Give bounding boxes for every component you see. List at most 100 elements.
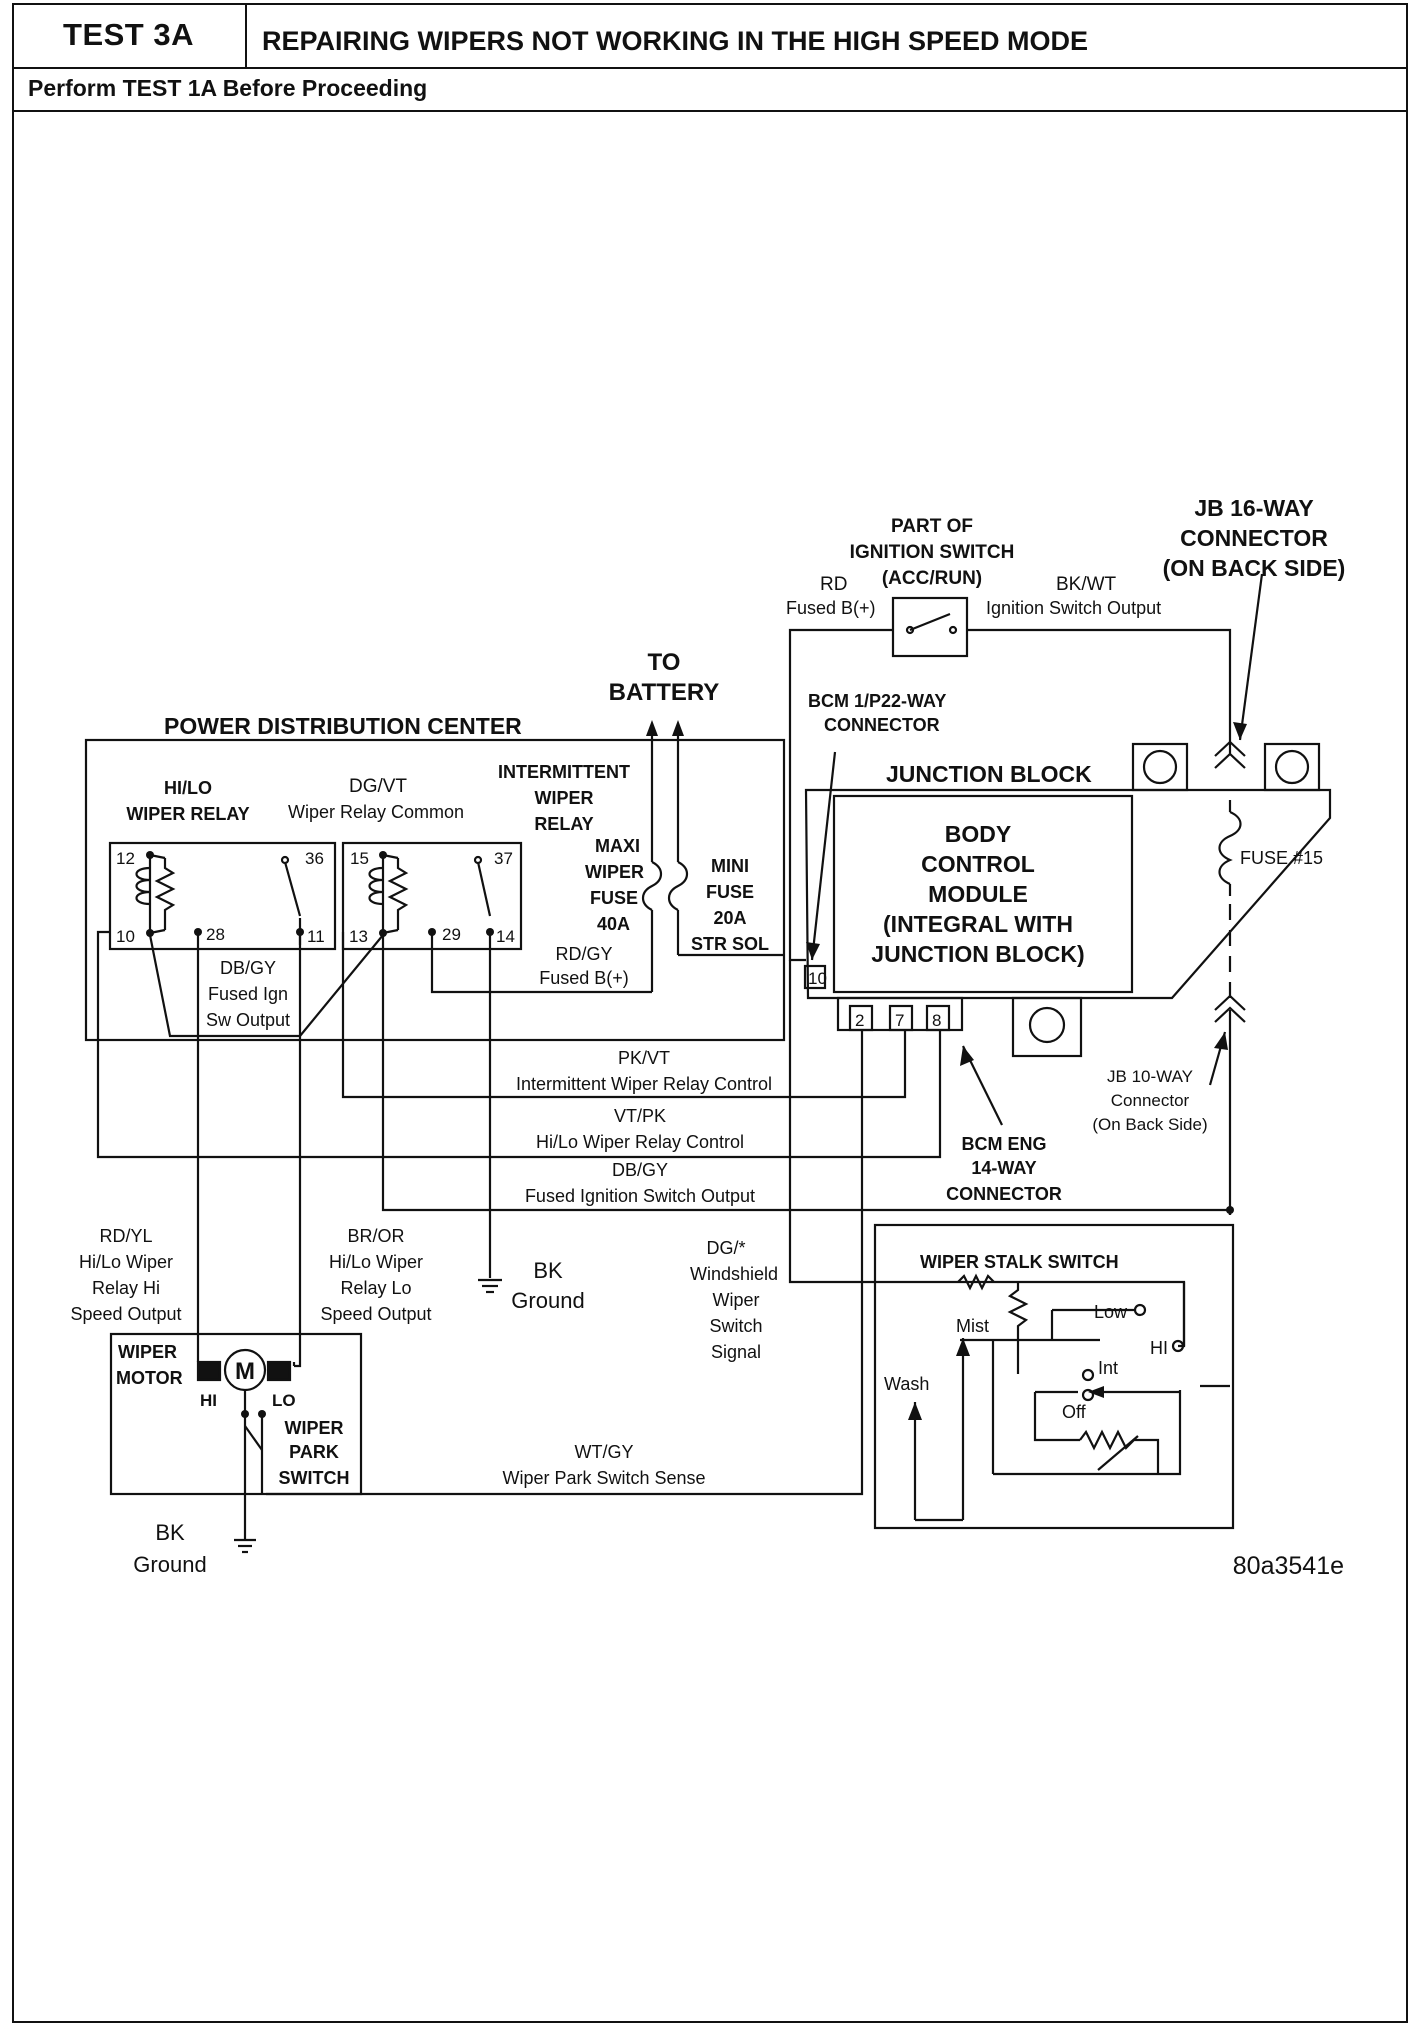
svg-text:Ground: Ground — [511, 1288, 584, 1313]
int-relay-resistor — [387, 858, 409, 930]
to-battery-label: TO BATTERY — [609, 649, 720, 706]
svg-text:Speed Output: Speed Output — [320, 1304, 431, 1324]
svg-text:IGNITION SWITCH: IGNITION SWITCH — [850, 542, 1015, 563]
svg-text:28: 28 — [206, 925, 225, 944]
svg-text:8: 8 — [932, 1011, 941, 1030]
svg-text:INTERMITTENT: INTERMITTENT — [498, 762, 630, 782]
svg-text:BCM ENG: BCM ENG — [962, 1134, 1047, 1154]
svg-text:SWITCH: SWITCH — [279, 1468, 350, 1488]
figure-id: 80a3541e — [1233, 1552, 1344, 1580]
wire-bkwt-desc: Ignition Switch Output — [986, 598, 1161, 618]
svg-text:RD/YL: RD/YL — [99, 1226, 152, 1246]
svg-text:14: 14 — [496, 927, 515, 946]
hilo-relay-box — [108, 841, 337, 951]
svg-text:Fused B(+): Fused B(+) — [539, 968, 629, 988]
svg-text:WIPER: WIPER — [284, 1418, 343, 1438]
maxi-fuse-symbol — [641, 861, 663, 911]
svg-text:20A: 20A — [713, 908, 746, 928]
test-title: REPAIRING WIPERS NOT WORKING IN THE HIGH… — [262, 26, 1089, 56]
svg-text:BK: BK — [155, 1520, 185, 1545]
stalk-resistor-top — [957, 1273, 995, 1291]
svg-text:BATTERY: BATTERY — [609, 679, 720, 706]
svg-text:Relay Hi: Relay Hi — [92, 1278, 160, 1298]
int-relay-contact — [476, 861, 492, 917]
wiper-motor-hi: HI — [200, 1391, 217, 1410]
svg-text:2: 2 — [855, 1011, 864, 1030]
svg-text:WIPER: WIPER — [585, 862, 644, 882]
ignition-switch-box — [891, 596, 969, 658]
svg-text:Hi/Lo Wiper: Hi/Lo Wiper — [329, 1252, 423, 1272]
int-delay-resistor — [1079, 1429, 1160, 1474]
wire-dbgy-label: DB/GY Fused Ignition Switch Output — [525, 1160, 755, 1206]
wire-bkwt-label: BK/WT — [1056, 574, 1117, 595]
svg-text:(ACC/RUN): (ACC/RUN) — [882, 568, 982, 589]
svg-text:Hi/Lo Wiper Relay Control: Hi/Lo Wiper Relay Control — [536, 1132, 744, 1152]
svg-text:BCM 1/P22-WAY: BCM 1/P22-WAY — [808, 691, 946, 711]
ignition-switch-label: PART OF IGNITION SWITCH (ACC/RUN) — [850, 516, 1015, 589]
svg-text:Speed Output: Speed Output — [70, 1304, 181, 1324]
wiper-park-switch-label: WIPER PARK SWITCH — [279, 1418, 350, 1488]
svg-text:MINI: MINI — [711, 856, 749, 876]
svg-text:DB/GY: DB/GY — [612, 1160, 668, 1180]
svg-text:Signal: Signal — [711, 1342, 761, 1362]
svg-text:BR/OR: BR/OR — [347, 1226, 404, 1246]
bcm-eng-connector-label: BCM ENG 14-WAY CONNECTOR — [946, 1134, 1062, 1204]
int-relay-label: INTERMITTENT WIPER RELAY — [498, 762, 630, 834]
wire-vtpk-label: VT/PK Hi/Lo Wiper Relay Control — [536, 1106, 744, 1152]
svg-text:STR SOL: STR SOL — [691, 934, 769, 954]
wiper-motor-box — [109, 1332, 363, 1496]
stalk-int-label: Int — [1098, 1358, 1118, 1378]
svg-text:CONNECTOR: CONNECTOR — [946, 1184, 1062, 1204]
svg-text:RELAY: RELAY — [534, 814, 593, 834]
hilo-relay-contact — [283, 861, 302, 917]
header-prerequisite-row: Perform TEST 1A Before Proceeding — [12, 67, 1408, 112]
svg-text:VT/PK: VT/PK — [614, 1106, 666, 1126]
wiper-motor-label: WIPER MOTOR — [116, 1342, 183, 1388]
svg-text:11: 11 — [307, 927, 325, 946]
maxi-fuse-label: MAXI WIPER FUSE 40A — [585, 836, 644, 934]
svg-text:JB 16-WAY: JB 16-WAY — [1194, 495, 1313, 521]
svg-text:BODY: BODY — [945, 821, 1011, 847]
wire-dbgy-pdc-label: DB/GY Fused Ign Sw Output — [206, 958, 290, 1030]
svg-text:FUSE: FUSE — [706, 882, 754, 902]
svg-text:40A: 40A — [597, 914, 630, 934]
svg-text:PK/VT: PK/VT — [618, 1048, 670, 1068]
bk-ground-label-1: BK Ground — [511, 1258, 584, 1313]
stalk-hi-label: HI — [1150, 1338, 1168, 1358]
stalk-low-label: Low — [1094, 1302, 1128, 1322]
wire-dgvt-desc: Wiper Relay Common — [288, 802, 464, 822]
prerequisite-note: Perform TEST 1A Before Proceeding — [28, 75, 428, 101]
mini-fuse-label: MINI FUSE 20A STR SOL — [691, 856, 769, 954]
svg-text:Relay Lo: Relay Lo — [340, 1278, 411, 1298]
svg-text:CONNECTOR: CONNECTOR — [824, 715, 940, 735]
mini-fuse-symbol — [667, 861, 689, 911]
jb10-connector-label: JB 10-WAY Connector (On Back Side) — [1092, 1067, 1207, 1134]
svg-text:Wiper: Wiper — [712, 1290, 759, 1310]
bcm-label: BODY CONTROL MODULE (INTEGRAL WITH JUNCT… — [871, 821, 1084, 967]
wire-pkvt-label: PK/VT Intermittent Wiper Relay Control — [516, 1048, 772, 1094]
svg-text:7: 7 — [895, 1011, 904, 1030]
pdc-title: POWER DISTRIBUTION CENTER — [164, 713, 522, 739]
bk-ground-label-2: BK Ground — [133, 1520, 206, 1577]
page-frame — [12, 3, 1408, 2023]
wire-rdyl-label: RD/YL Hi/Lo Wiper Relay Hi Speed Output — [70, 1226, 181, 1324]
svg-text:Intermittent Wiper Relay Contr: Intermittent Wiper Relay Control — [516, 1074, 772, 1094]
wire-dgvt-label: DG/VT — [349, 776, 407, 797]
wire-rd-desc: Fused B(+) — [786, 598, 876, 618]
svg-text:RD/GY: RD/GY — [555, 944, 612, 964]
wire-bror-label: BR/OR Hi/Lo Wiper Relay Lo Speed Output — [320, 1226, 431, 1324]
svg-text:WIPER: WIPER — [534, 788, 593, 808]
svg-text:Hi/Lo Wiper: Hi/Lo Wiper — [79, 1252, 173, 1272]
svg-text:10: 10 — [116, 927, 135, 946]
test-header: TEST 3A REPAIRING WIPERS NOT WORKING IN … — [12, 3, 1408, 112]
svg-text:DB/GY: DB/GY — [220, 958, 276, 978]
svg-text:CONNECTOR: CONNECTOR — [1180, 525, 1328, 551]
svg-text:WIPER: WIPER — [118, 1342, 177, 1362]
svg-text:JB 10-WAY: JB 10-WAY — [1107, 1067, 1193, 1086]
svg-text:12: 12 — [116, 849, 135, 868]
svg-text:MAXI: MAXI — [595, 836, 640, 856]
fuse-15-label: FUSE #15 — [1240, 848, 1323, 868]
svg-text:HI/LO: HI/LO — [164, 778, 212, 798]
svg-text:(ON BACK SIDE): (ON BACK SIDE) — [1163, 555, 1346, 581]
svg-text:BK: BK — [533, 1258, 563, 1283]
